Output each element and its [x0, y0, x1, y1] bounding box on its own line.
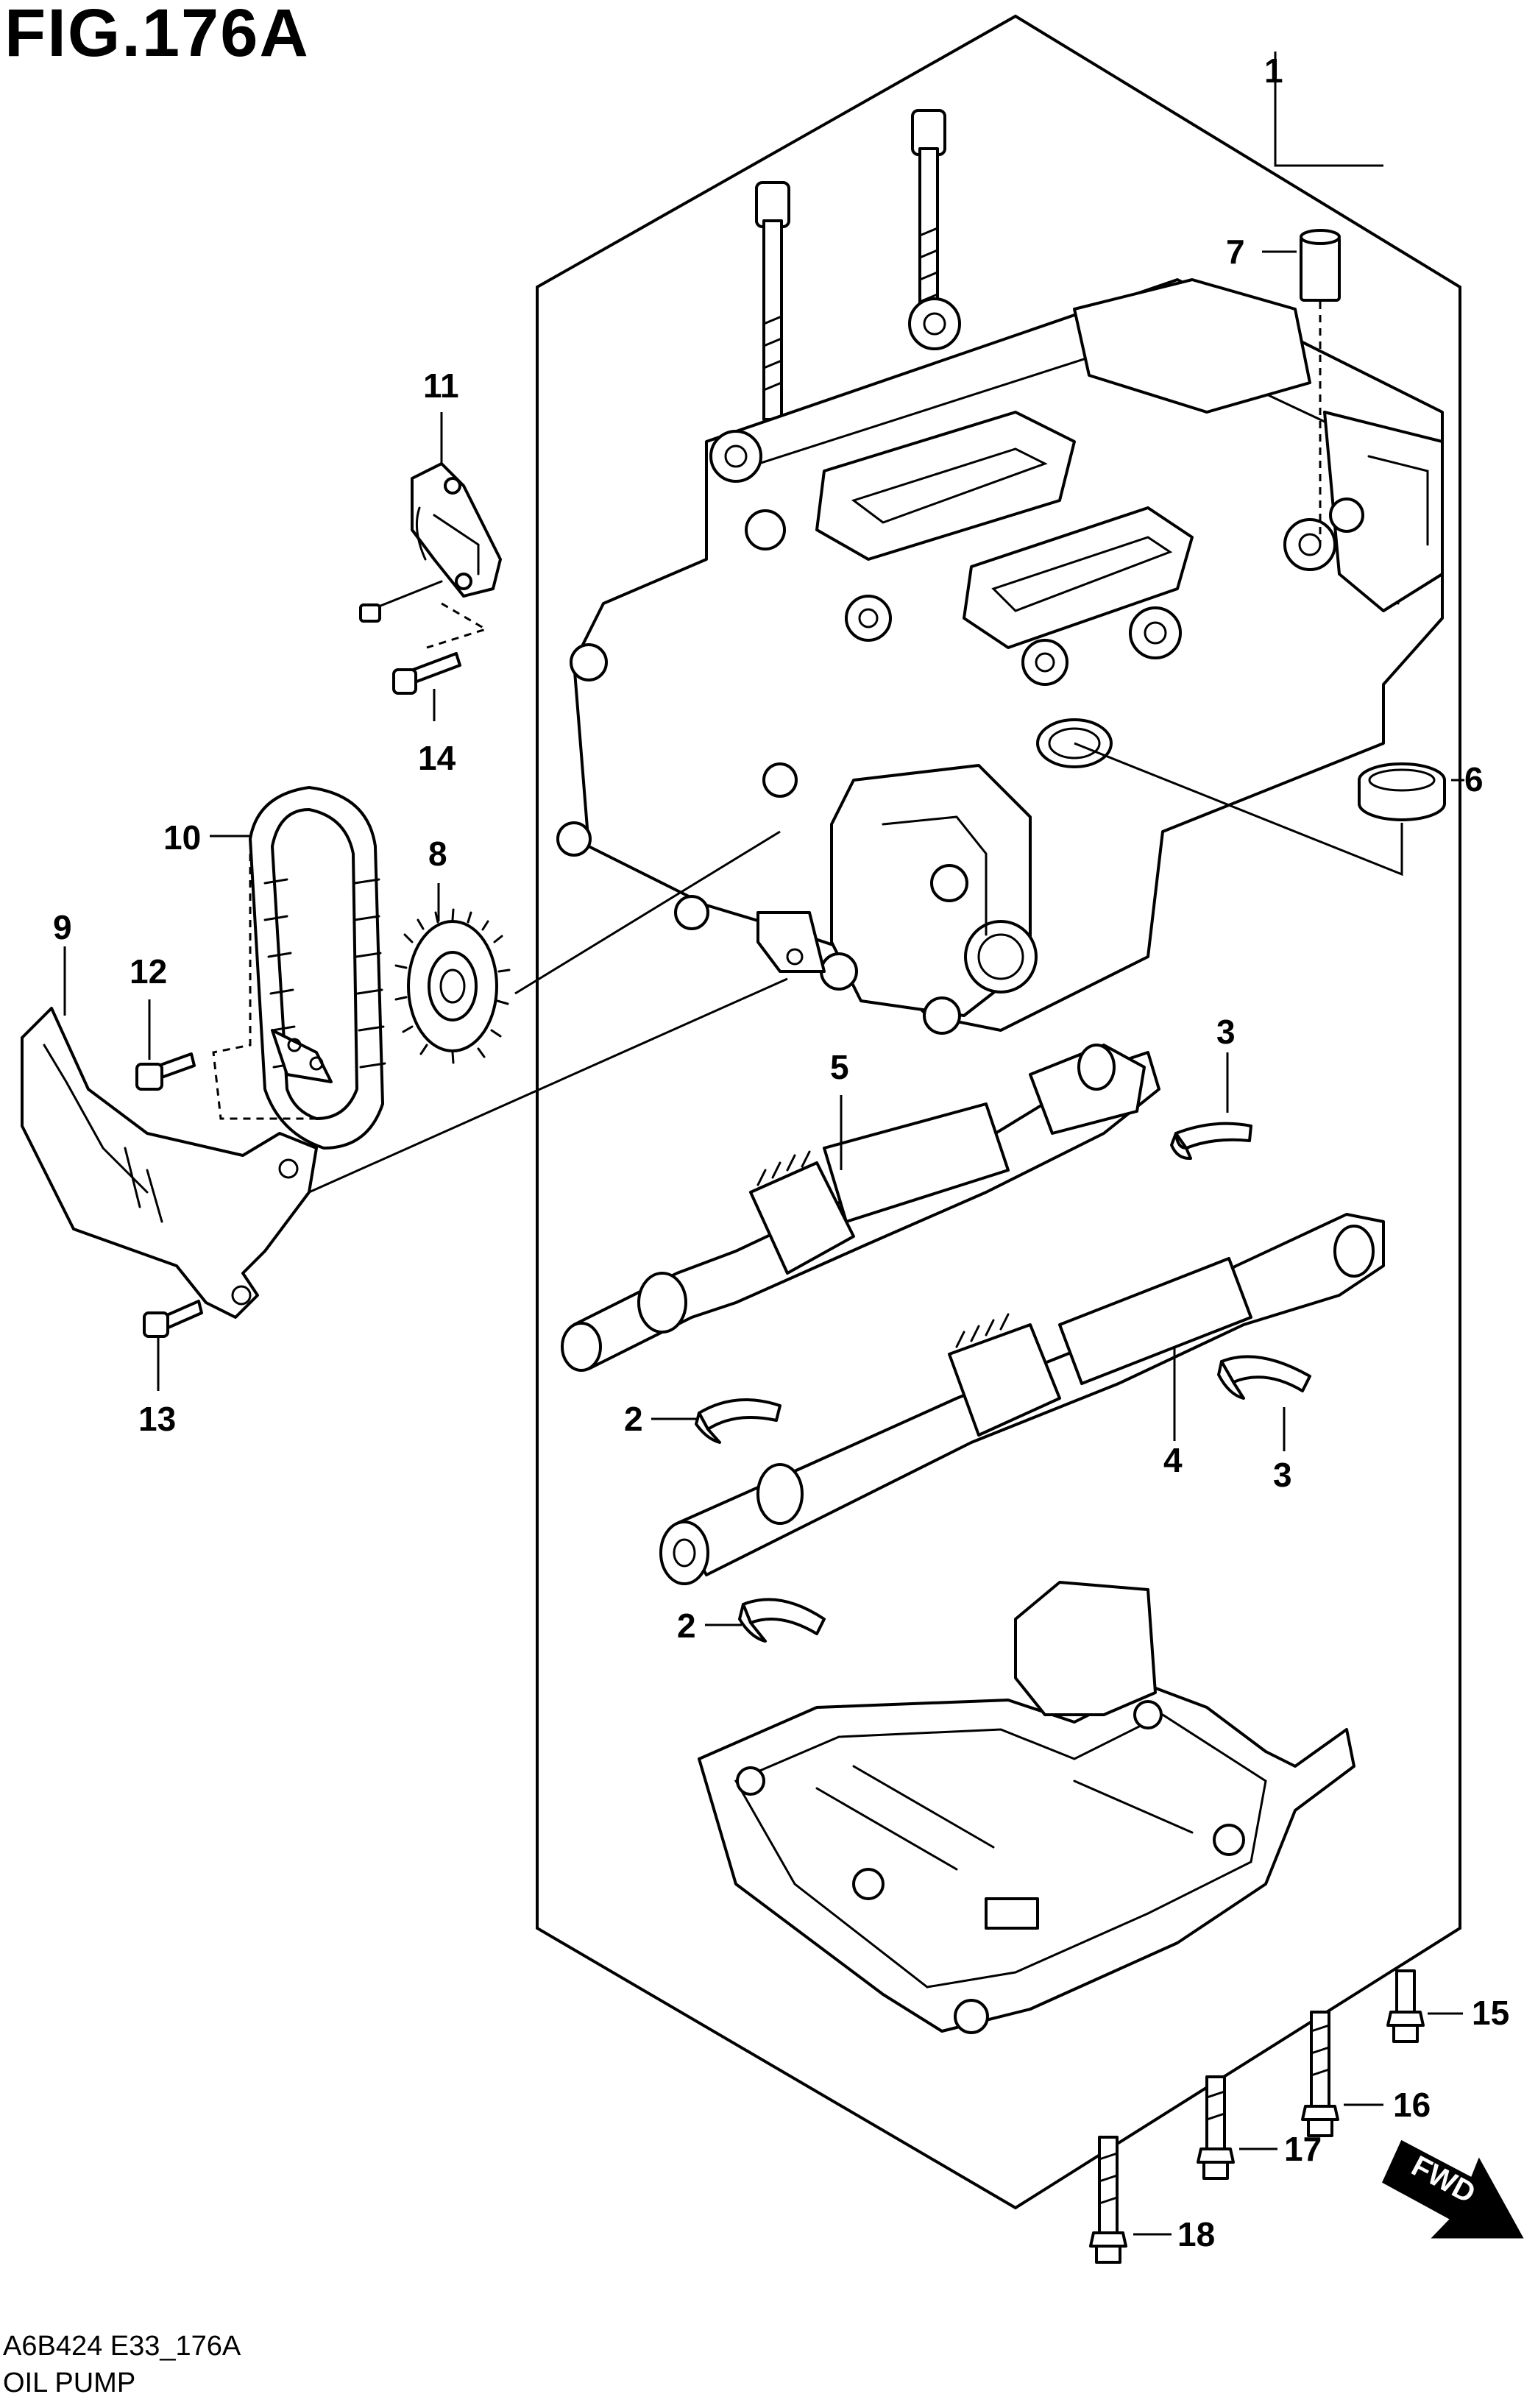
footer-code: A6B424 E33_176A: [3, 2331, 241, 2362]
callout-14: 14: [418, 739, 456, 777]
callout-10: 10: [163, 818, 201, 857]
housing-bolt-left: [755, 181, 790, 421]
callout-1: 1: [1264, 52, 1283, 90]
oil-pump-lower-case: [698, 1581, 1355, 2034]
callout-3a: 3: [1216, 1013, 1236, 1051]
chain-tensioner: [359, 462, 502, 623]
bolt-17: [1197, 2075, 1235, 2180]
callout-7: 7: [1226, 233, 1245, 271]
callout-11: 11: [423, 366, 459, 405]
bolt-12: [135, 1052, 196, 1091]
callout-18: 18: [1177, 2215, 1215, 2253]
housing-bolt-right: [911, 109, 946, 312]
callout-8: 8: [428, 835, 447, 873]
callout-16: 16: [1393, 2086, 1431, 2124]
callout-3b: 3: [1273, 1456, 1292, 1494]
callout-13: 13: [138, 1400, 176, 1438]
fwd-arrow-icon: FWD: [1382, 2139, 1524, 2239]
bolt-18: [1089, 2136, 1127, 2264]
footer-name: OIL PUMP: [3, 2368, 135, 2398]
balancer-shaft-lower: [659, 1213, 1385, 1585]
leader-6: [1074, 742, 1403, 877]
assembly-line-cover: [308, 977, 788, 1194]
oil-pump-sprocket: [394, 908, 511, 1064]
callout-6: 6: [1464, 760, 1484, 798]
assembly-outline: [536, 14, 1461, 2210]
bolt-15: [1386, 1969, 1425, 2043]
bearing-lower-right: [1217, 1355, 1311, 1400]
bolt-14: [392, 652, 461, 695]
dowel-pin: [1300, 229, 1341, 545]
oil-pump-housing: [556, 109, 1444, 1035]
callout-2b: 2: [677, 1607, 696, 1645]
bearing-lower-left: [738, 1598, 826, 1643]
callout-15: 15: [1472, 1994, 1509, 2032]
bearing-upper-right: [1170, 1122, 1252, 1161]
callout-17: 17: [1284, 2130, 1322, 2168]
callout-5: 5: [830, 1048, 849, 1086]
callout-4: 4: [1163, 1441, 1183, 1479]
oil-seal-ring: [1358, 762, 1446, 821]
tensioner-guide-line: [426, 602, 489, 649]
chain-guide-line: [212, 854, 324, 1120]
callout-9: 9: [53, 908, 72, 946]
bearing-mid-left: [695, 1398, 782, 1444]
bolt-16: [1301, 2011, 1339, 2137]
callout-2a: 2: [624, 1400, 643, 1438]
balancer-shaft-upper: [561, 1044, 1160, 1372]
callout-12: 12: [130, 952, 167, 991]
bolt-13: [143, 1300, 203, 1338]
chain-guide-cover: [21, 1007, 318, 1319]
leader-1: [1274, 52, 1383, 167]
assembly-line-sprocket: [514, 830, 781, 995]
figure-title: FIG.176A: [4, 0, 310, 71]
drive-chain: [249, 786, 386, 1150]
